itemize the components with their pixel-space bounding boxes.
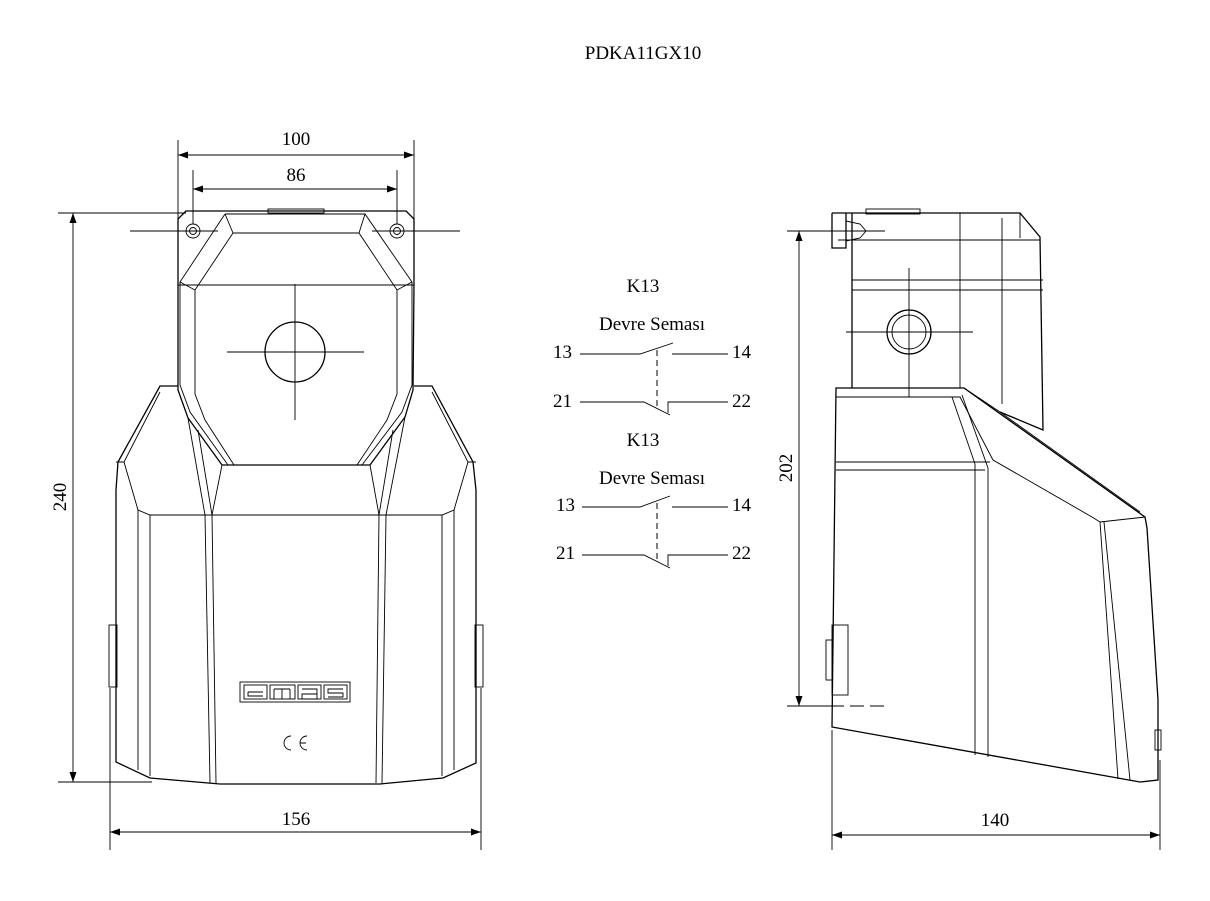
ce-mark — [283, 735, 308, 751]
schematic-caption: Devre Seması — [599, 468, 705, 489]
schematic-label: K13 — [627, 276, 660, 297]
drawing-title: PDKA11GX10 — [585, 43, 701, 64]
terminal-14: 14 — [732, 495, 752, 516]
front-view — [108, 208, 484, 785]
terminal-21: 21 — [556, 543, 575, 564]
terminal-13: 13 — [556, 495, 575, 516]
terminal-22: 22 — [732, 391, 751, 412]
schematic-caption: Devre Seması — [599, 314, 705, 335]
dim-156: 156 — [282, 809, 311, 830]
terminal-13: 13 — [553, 342, 572, 363]
schematic-1: K13 Devre Seması 13 14 21 22 — [553, 276, 752, 416]
dim-202: 202 — [776, 454, 797, 483]
schematic-label: K13 — [627, 430, 660, 451]
front-dimensions: 100 86 240 156 — [50, 129, 482, 850]
side-view — [820, 208, 1162, 783]
dim-86: 86 — [287, 165, 306, 186]
side-dimensions: 202 140 — [776, 230, 1161, 850]
dim-140: 140 — [981, 810, 1010, 831]
dim-240: 240 — [50, 483, 71, 512]
dim-100: 100 — [282, 129, 311, 150]
emas-logo — [239, 681, 351, 703]
terminal-14: 14 — [732, 342, 752, 363]
terminal-22: 22 — [732, 543, 751, 564]
terminal-21: 21 — [553, 391, 572, 412]
schematic-2: K13 Devre Seması 13 14 21 22 — [556, 430, 752, 569]
